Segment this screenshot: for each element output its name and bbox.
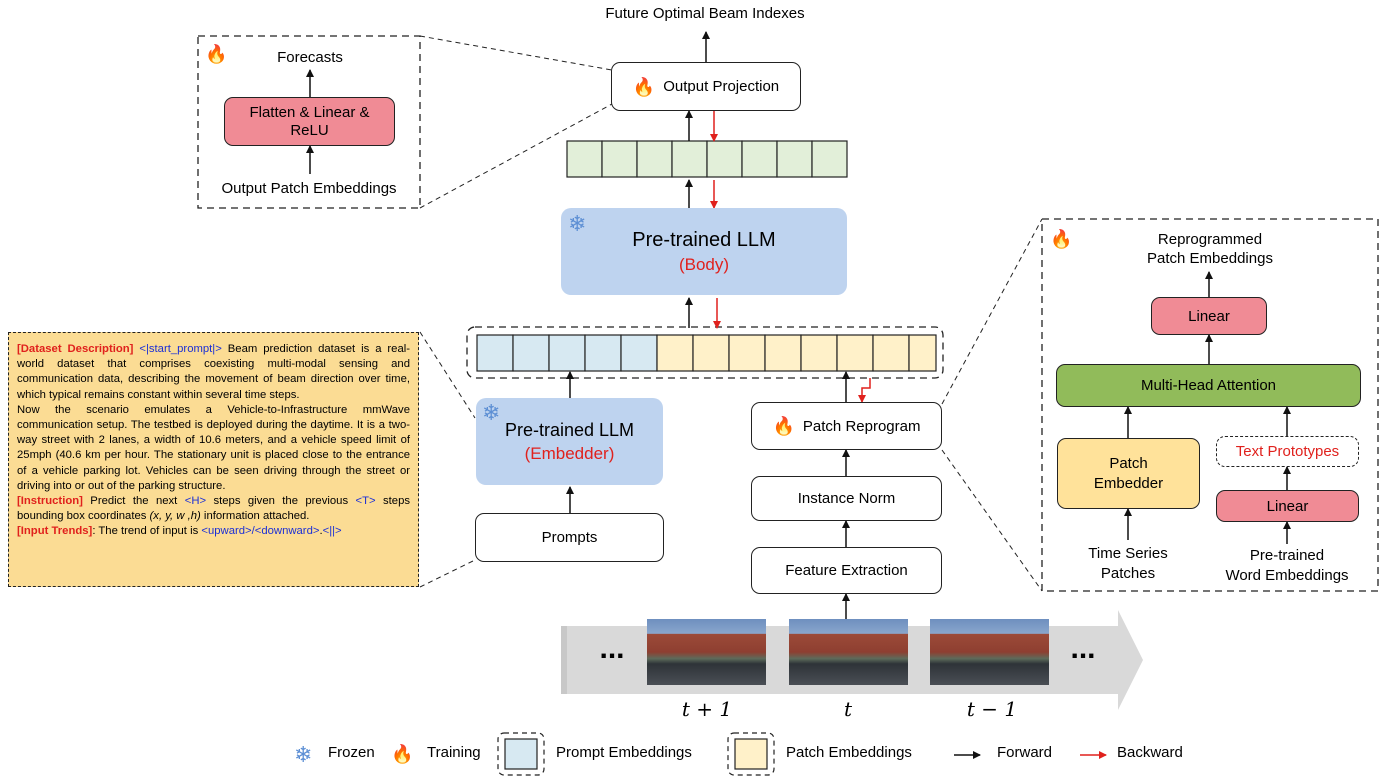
output-embedding-row <box>566 140 848 178</box>
prompt-trend-paragraph: [Input Trends]: The trend of input is <u… <box>17 524 410 539</box>
instruction-a: Predict the next <box>82 495 185 508</box>
flame-icon: 🔥 <box>205 44 228 64</box>
prompt-template-box: [Dataset Description] <|start_prompt|> B… <box>8 332 419 587</box>
word-line1: Pre-trained <box>1249 547 1325 564</box>
patch-embedder-line1: Patch <box>1109 454 1148 472</box>
prompt-scenario-paragraph: Now the scenario emulates a Vehicle-to-I… <box>17 403 410 492</box>
flame-icon: 🔥 <box>1050 229 1073 249</box>
instruction-b: steps given the previous <box>206 495 356 508</box>
trend-b: . <box>319 525 323 538</box>
ts-line1: Time Series <box>1088 545 1168 562</box>
llm-embedder-title: Pre-trained LLM <box>504 419 635 440</box>
camera-frame-t-minus-1 <box>930 619 1049 685</box>
future-beam-label: Future Optimal Beam Indexes <box>605 5 805 22</box>
llm-body-title: Pre-trained LLM <box>632 228 776 251</box>
prompt-dataset-paragraph: [Dataset Description] <|start_prompt|> B… <box>17 342 410 403</box>
forecasts-label: Forecasts <box>277 49 343 66</box>
legend-backward: Backward <box>1117 744 1183 761</box>
legend-patch-swatch <box>734 738 768 770</box>
output-projection-label: Output Projection <box>663 78 780 95</box>
linear-bottom-box: Linear <box>1216 490 1359 522</box>
patch-embedder-box: Patch Embedder <box>1057 438 1200 509</box>
patch-embedder-line2: Embedder <box>1093 474 1164 492</box>
h-token: <H> <box>184 495 207 508</box>
timeline-left-stripe <box>561 626 567 694</box>
trend-token: <upward>/<downward> <box>201 525 320 538</box>
time-series-patches-label: Time Series Patches <box>1058 544 1198 584</box>
dataset-text: Beam prediction dataset is a real-world … <box>17 343 411 401</box>
legend-prompt-swatch <box>504 738 538 770</box>
flame-icon: 🔥 <box>632 76 656 97</box>
input-token-row <box>476 334 937 372</box>
dataset-tag: [Dataset Description] <box>17 343 134 355</box>
word-embeddings-label: Pre-trained Word Embeddings <box>1200 546 1374 586</box>
reprogrammed-label: Reprogrammed Patch Embeddings <box>1110 230 1310 268</box>
instruction-c: steps bounding box coordinates <box>17 495 411 523</box>
prompts-box: Prompts <box>475 513 664 562</box>
patch-reprogram-label: Patch Reprogram <box>802 417 921 435</box>
multi-head-attention-box: Multi-Head Attention <box>1056 364 1361 407</box>
time-label-t-plus-1: t + 1 <box>681 697 733 721</box>
llm-embedder-box: Pre-trained LLM (Embedder) <box>476 398 663 485</box>
snowflake-icon: ❄ <box>482 400 501 425</box>
reprogram-frame <box>1041 218 1379 592</box>
patch-reprogram-box: 🔥 Patch Reprogram <box>751 402 942 450</box>
output-projection-box: 🔥 Output Projection <box>611 62 801 111</box>
t-token: <T> <box>355 495 376 508</box>
coords: (x, y, w ,h) <box>149 510 201 523</box>
trend-a: : The trend of input is <box>92 525 202 538</box>
ellipsis-right: ... <box>1070 632 1096 665</box>
snowflake-icon: ❄ <box>568 211 587 236</box>
feature-extraction-box: Feature Extraction <box>751 547 942 594</box>
prompt-instruction-paragraph: [Instruction] Predict the next <H> steps… <box>17 494 410 524</box>
legend-patch-frame <box>727 732 775 776</box>
end-token: <||> <box>322 525 342 538</box>
flatten-line2: ReLU <box>290 121 329 139</box>
output-head-frame <box>197 35 421 209</box>
legend-snowflake-icon: ❄ <box>294 742 313 767</box>
instruction-tag: [Instruction] <box>17 495 83 508</box>
linear-top-box: Linear <box>1151 297 1267 335</box>
reprogrammed-line1: Reprogrammed <box>1157 231 1263 248</box>
time-label-t-minus-1: t − 1 <box>966 697 1018 721</box>
ts-line2: Patches <box>1100 565 1156 582</box>
word-line2: Word Embeddings <box>1225 567 1349 584</box>
legend-patch-embeddings: Patch Embeddings <box>786 744 912 761</box>
trend-tag: [Input Trends] <box>17 525 93 538</box>
legend-forward: Forward <box>997 744 1053 761</box>
flatten-linear-relu-box: Flatten & Linear & ReLU <box>224 97 395 146</box>
instance-norm-box: Instance Norm <box>751 476 942 521</box>
legend-prompt-frame <box>497 732 545 776</box>
legend-prompt-embeddings: Prompt Embeddings <box>556 744 692 761</box>
legend-flame-icon: 🔥 <box>391 744 414 764</box>
output-patch-embeddings-label: Output Patch Embeddings <box>221 180 397 197</box>
camera-frame-t <box>789 619 908 685</box>
camera-frame-t-plus-1 <box>647 619 766 685</box>
reprogrammed-line2: Patch Embeddings <box>1147 250 1273 267</box>
legend-training: Training <box>427 744 481 761</box>
start-token: <|start_prompt|> <box>139 343 222 355</box>
text-prototypes-box: Text Prototypes <box>1216 436 1359 467</box>
llm-body-box: Pre-trained LLM (Body) <box>561 208 847 295</box>
llm-embedder-sub: (Embedder) <box>524 443 615 463</box>
flatten-line1: Flatten & Linear & <box>249 103 370 121</box>
time-label-t: t <box>843 697 853 721</box>
ellipsis-left: ... <box>599 632 625 665</box>
instruction-d: information attached. <box>200 510 310 523</box>
token-row-frame <box>466 326 944 379</box>
flame-icon: 🔥 <box>772 416 795 436</box>
legend-frozen: Frozen <box>328 744 375 761</box>
llm-body-sub: (Body) <box>678 254 730 274</box>
